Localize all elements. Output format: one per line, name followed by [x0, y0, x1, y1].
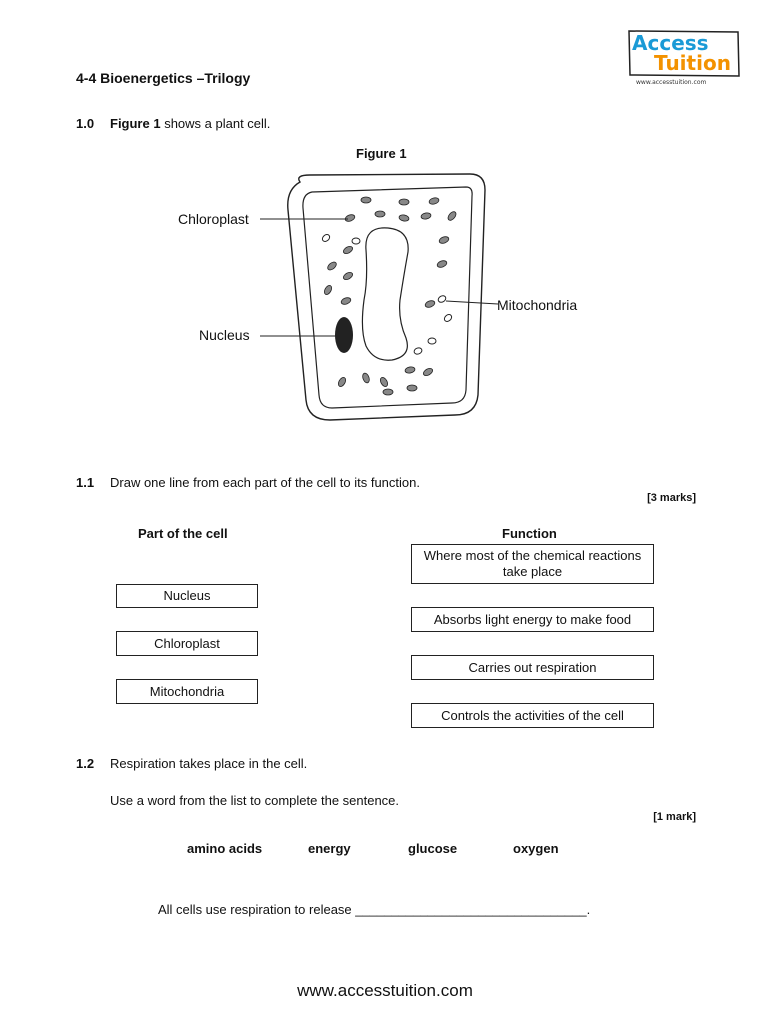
- completion-sentence[interactable]: All cells use respiration to release ___…: [158, 902, 591, 917]
- function-box-reactions[interactable]: Where most of the chemical reactions tak…: [411, 544, 654, 584]
- question-text: Figure 1 shows a plant cell.: [110, 116, 270, 131]
- column-header-function: Function: [502, 526, 557, 541]
- part-box-chloroplast[interactable]: Chloroplast: [116, 631, 258, 656]
- nucleus-organelle: [335, 317, 353, 353]
- word-option-amino-acids: amino acids: [187, 841, 263, 856]
- question-text-rest: shows a plant cell.: [160, 116, 271, 131]
- footer-url: www.accesstuition.com: [297, 981, 473, 1000]
- question-text: Respiration takes place in the cell.: [110, 756, 308, 771]
- page-title: 4-4 Bioenergetics –Trilogy: [76, 70, 251, 86]
- function-box-respiration[interactable]: Carries out respiration: [411, 655, 654, 680]
- logo-url: www.accesstuition.com: [636, 79, 706, 86]
- mitochondria-leader-line: [445, 300, 499, 305]
- question-number: 1.2: [76, 756, 95, 771]
- logo-line2: Tuition: [654, 51, 731, 75]
- question-instruction: Use a word from the list to complete the…: [110, 793, 400, 808]
- function-box-controls[interactable]: Controls the activities of the cell: [411, 703, 654, 728]
- question-text: Draw one line from each part of the cell…: [110, 475, 420, 490]
- figure-caption: Figure 1: [356, 146, 407, 161]
- word-option-energy: energy: [308, 841, 351, 856]
- chloroplasts: [323, 196, 457, 396]
- marks-label: [3 marks]: [647, 492, 696, 504]
- logo-line1: Access: [632, 31, 709, 55]
- label-chloroplast: Chloroplast: [178, 211, 249, 227]
- plant-cell-diagram: [260, 173, 499, 421]
- access-tuition-logo: Access Tuition www.accesstuition.com: [626, 28, 742, 86]
- question-number: 1.1: [76, 475, 95, 490]
- word-option-glucose: glucose: [408, 841, 458, 856]
- cell-wall: [287, 173, 486, 421]
- question-number: 1.0: [76, 116, 95, 131]
- marks-label: [1 mark]: [653, 811, 696, 823]
- function-box-light-energy[interactable]: Absorbs light energy to make food: [411, 607, 654, 632]
- part-box-nucleus[interactable]: Nucleus: [116, 584, 258, 608]
- logo-graphic: Access Tuition www.accesstuition.com: [628, 30, 740, 86]
- label-mitochondria: Mitochondria: [497, 297, 578, 313]
- cell-membrane: [302, 186, 473, 409]
- mitochondria-organelles: [321, 234, 453, 355]
- label-nucleus: Nucleus: [199, 327, 250, 343]
- figure-reference: Figure 1: [110, 116, 161, 131]
- column-header-part: Part of the cell: [138, 526, 228, 541]
- word-option-oxygen: oxygen: [513, 841, 559, 856]
- part-box-mitochondria[interactable]: Mitochondria: [116, 679, 258, 704]
- vacuole: [361, 227, 409, 361]
